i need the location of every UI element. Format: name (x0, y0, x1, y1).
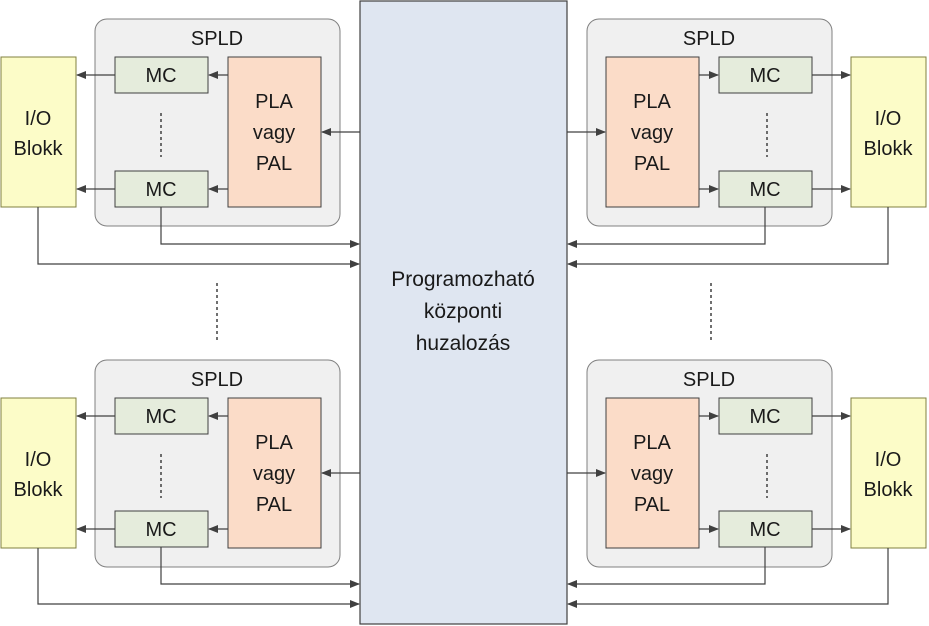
feedback-io-to-center (37, 548, 360, 608)
spld-title: SPLD (683, 28, 735, 50)
io-block (0, 56, 77, 208)
mc-box-lower (718, 170, 813, 208)
feedback-mc-to-center (160, 547, 360, 588)
mc-box-lower (114, 510, 209, 548)
pla-label-line3: PAL (634, 153, 670, 175)
feedback-io-to-center (37, 207, 360, 268)
pla-label-line3: PAL (256, 494, 292, 516)
central-label-line1: Programozható (391, 268, 535, 291)
pla-label-line3: PAL (256, 153, 292, 175)
pla-label-line1: PLA (633, 91, 671, 113)
feedback-io-to-center (567, 207, 889, 268)
mc-label-upper: MC (749, 406, 780, 428)
pla-box (227, 397, 322, 549)
pla-label-line3: PAL (634, 494, 670, 516)
io-label-line1: I/O (25, 108, 52, 130)
pla-box (227, 56, 322, 208)
mc-label-upper: MC (145, 406, 176, 428)
mc-box-lower (718, 510, 813, 548)
pla-label-line1: PLA (255, 432, 293, 454)
central-interconnect-box (359, 0, 568, 625)
spld-title: SPLD (683, 369, 735, 391)
io-label-line1: I/O (25, 449, 52, 471)
io-label-line2: Blokk (14, 479, 64, 501)
pla-label-line2: vagy (631, 463, 673, 485)
module-top-left: SPLD PLA vagy PAL MC MC I/O Blokk (0, 18, 360, 268)
central-label-line2: központi (424, 300, 502, 323)
io-label-line1: I/O (875, 108, 902, 130)
central-label-line3: huzalozás (416, 332, 511, 355)
io-label-line2: Blokk (14, 138, 64, 160)
feedback-mc-to-center (567, 207, 766, 248)
pla-label-line2: vagy (253, 122, 295, 144)
pla-label-line1: PLA (255, 91, 293, 113)
pla-box (605, 56, 700, 208)
mc-label-lower: MC (749, 179, 780, 201)
io-block (850, 397, 927, 549)
spld-title: SPLD (191, 28, 243, 50)
module-bottom-left: SPLD PLA vagy PAL MC MC I/O Blokk (0, 359, 360, 608)
io-label-line2: Blokk (864, 138, 914, 160)
mc-label-lower: MC (749, 519, 780, 541)
mc-label-lower: MC (145, 519, 176, 541)
mc-label-lower: MC (145, 179, 176, 201)
pla-box (605, 397, 700, 549)
mc-label-upper: MC (749, 65, 780, 87)
io-block (850, 56, 927, 208)
io-label-line2: Blokk (864, 479, 914, 501)
mc-box-upper (114, 397, 209, 435)
mc-box-upper (114, 56, 209, 94)
mc-box-upper (718, 397, 813, 435)
feedback-mc-to-center (567, 547, 766, 588)
module-top-right: SPLD PLA vagy PAL MC MC I/O Blokk (567, 18, 927, 268)
io-label-line1: I/O (875, 449, 902, 471)
feedback-io-to-center (567, 548, 889, 608)
pla-label-line1: PLA (633, 432, 671, 454)
mc-label-upper: MC (145, 65, 176, 87)
pla-label-line2: vagy (253, 463, 295, 485)
spld-title: SPLD (191, 369, 243, 391)
feedback-mc-to-center (160, 207, 360, 248)
pla-label-line2: vagy (631, 122, 673, 144)
module-bottom-right: SPLD PLA vagy PAL MC MC I/O Blokk (567, 359, 927, 608)
io-block (0, 397, 77, 549)
